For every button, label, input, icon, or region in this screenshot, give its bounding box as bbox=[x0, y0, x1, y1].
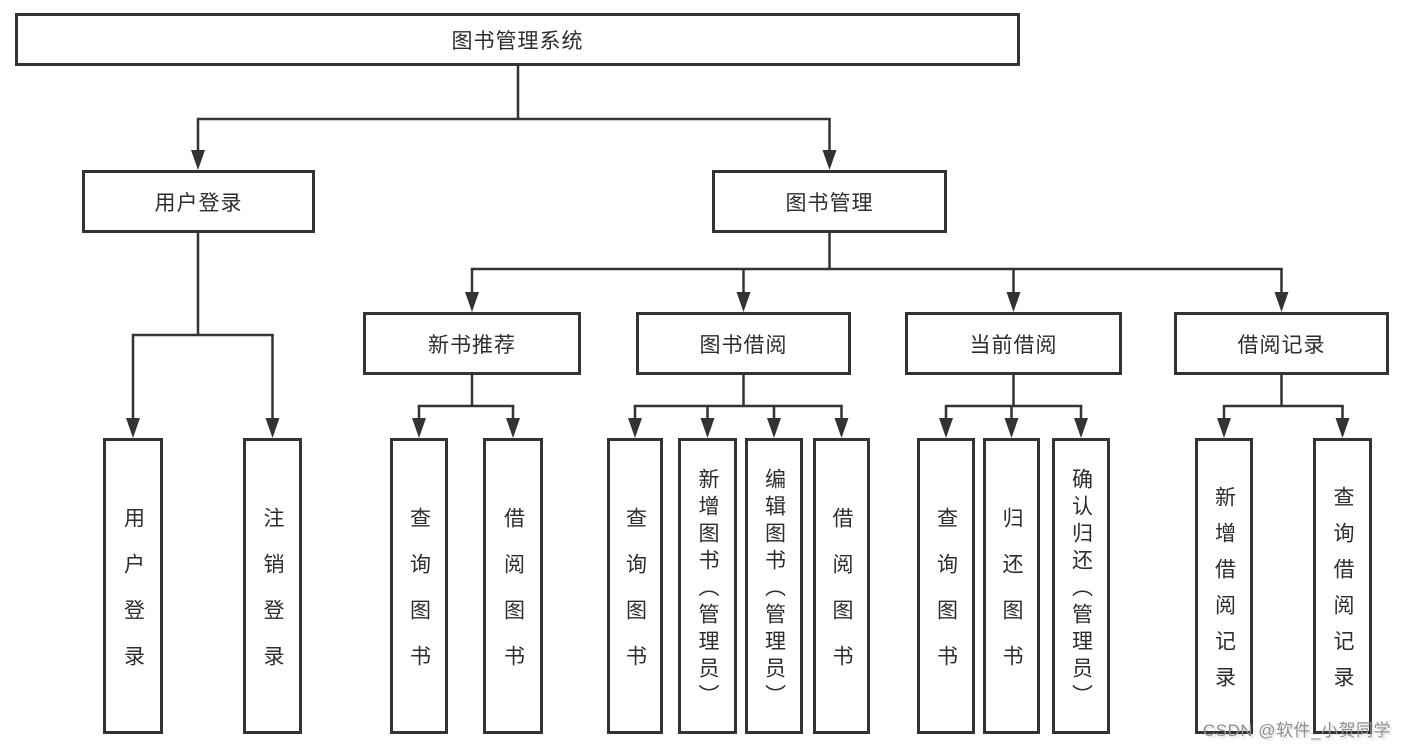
leaf-label: 查询图书 bbox=[623, 506, 647, 691]
leaf-label: 借阅图书 bbox=[501, 506, 525, 691]
node-library-management-system: 图书管理系统 bbox=[15, 13, 1020, 66]
leaf-label: 注销登录 bbox=[261, 506, 284, 691]
node-current-borrowing: 当前借阅 bbox=[905, 312, 1122, 375]
leaf-borrow-books-newbook: 借阅图书 bbox=[483, 438, 543, 734]
leaf-edit-book-admin: 编辑图书（管理员） bbox=[745, 438, 803, 734]
leaf-logout: 注销登录 bbox=[243, 438, 302, 734]
leaf-label: 查询图书 bbox=[934, 506, 958, 691]
leaf-query-borrow-record: 查询借阅记录 bbox=[1313, 438, 1372, 734]
node-label: 借阅记录 bbox=[1237, 333, 1326, 357]
node-label: 图书管理 bbox=[785, 191, 874, 215]
leaf-return-books: 归还图书 bbox=[983, 438, 1040, 734]
leaf-label: 查询借阅记录 bbox=[1331, 485, 1354, 702]
node-label: 图书管理系统 bbox=[451, 29, 584, 53]
leaf-add-borrow-record: 新增借阅记录 bbox=[1195, 438, 1253, 734]
leaf-confirm-return-admin: 确认归还（管理员） bbox=[1052, 438, 1110, 734]
leaf-label: 新增借阅记录 bbox=[1212, 485, 1236, 702]
node-user-login: 用户登录 bbox=[82, 170, 315, 233]
leaf-query-books-borrowing: 查询图书 bbox=[607, 438, 663, 734]
leaf-label: 编辑图书（管理员） bbox=[762, 467, 786, 711]
leaf-label: 用户登录 bbox=[121, 506, 145, 691]
leaf-user-login: 用户登录 bbox=[103, 438, 163, 734]
node-label: 新书推荐 bbox=[428, 333, 516, 357]
leaf-label: 确认归还（管理员） bbox=[1069, 467, 1093, 711]
leaf-add-book-admin: 新增图书（管理员） bbox=[678, 438, 737, 734]
node-borrowing-records: 借阅记录 bbox=[1174, 312, 1389, 375]
watermark: CSDN @软件_小贺同学 bbox=[1202, 721, 1391, 740]
node-book-management: 图书管理 bbox=[712, 170, 947, 233]
leaf-label: 借阅图书 bbox=[830, 506, 853, 691]
node-label: 图书借阅 bbox=[699, 333, 788, 357]
tree-branch-lines bbox=[131, 64, 1344, 408]
leaf-label: 归还图书 bbox=[1000, 506, 1023, 691]
leaf-label: 查询图书 bbox=[407, 506, 431, 691]
arrowhead-group bbox=[126, 119, 1350, 438]
node-label: 用户登录 bbox=[154, 191, 243, 215]
leaf-query-books-newbook: 查询图书 bbox=[390, 438, 448, 734]
node-label: 当前借阅 bbox=[969, 333, 1058, 357]
leaf-borrow-books-borrowing: 借阅图书 bbox=[813, 438, 870, 734]
leaf-label: 新增图书（管理员） bbox=[696, 467, 719, 711]
leaf-query-books-current: 查询图书 bbox=[917, 438, 975, 734]
node-book-borrowing: 图书借阅 bbox=[636, 312, 851, 375]
node-new-book-recommendation: 新书推荐 bbox=[363, 312, 581, 375]
